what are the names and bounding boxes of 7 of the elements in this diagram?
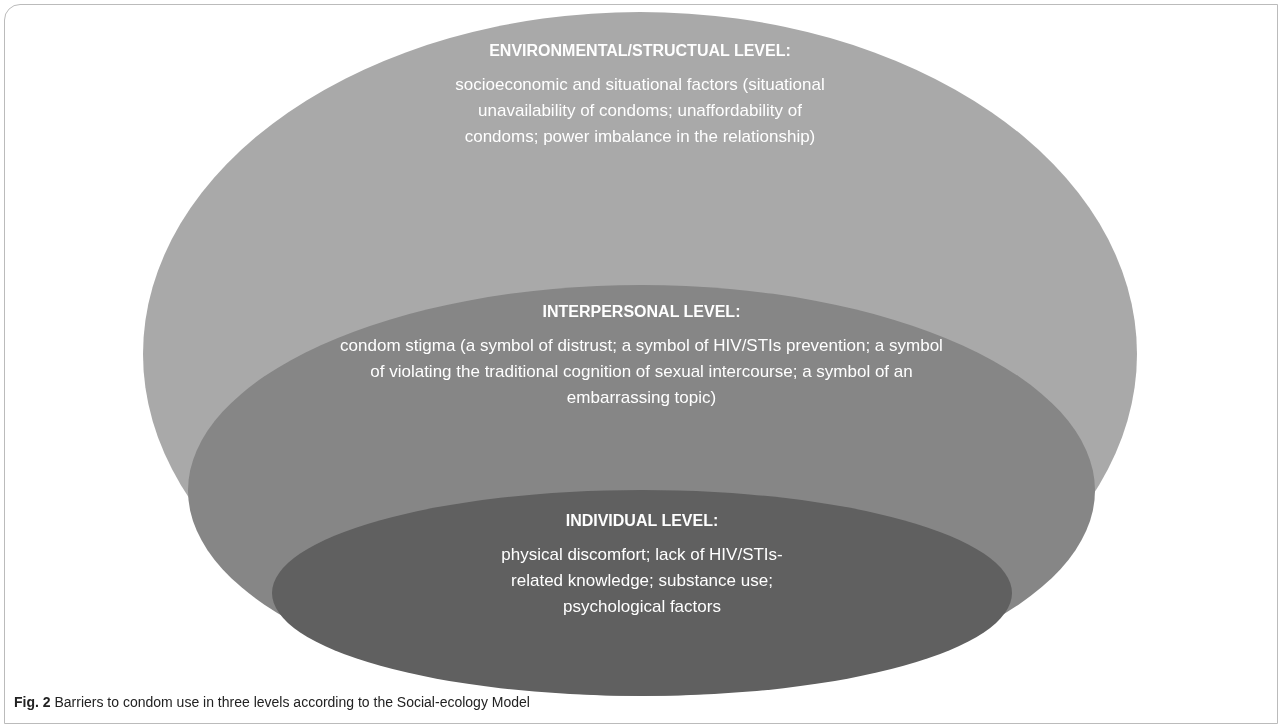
level-description: condom stigma (a symbol of distrust; a symbol of HIV/STIs prevention; a symbol of violating the traditional cognition of sexual intercourse; a symbol of an embarrassing topic) (339, 335, 944, 409)
figure-caption: Fig. 2 Barriers to condom use in three levels according to the Social-ecology Model (14, 694, 530, 710)
level-heading: INDIVIDUAL LEVEL: (564, 511, 720, 531)
level-heading: ENVIRONMENTAL/STRUCTUAL LEVEL: (488, 41, 792, 61)
level-heading: INTERPERSONAL LEVEL: (541, 302, 742, 322)
level-description: socioeconomic and situational factors (situational unavailability of condoms; unaffordability of condoms; power imbalance in the relationship) (454, 74, 826, 148)
level-description: physical discomfort; lack of HIV/STIs-related knowledge; substance use; psychological factors (500, 544, 784, 618)
